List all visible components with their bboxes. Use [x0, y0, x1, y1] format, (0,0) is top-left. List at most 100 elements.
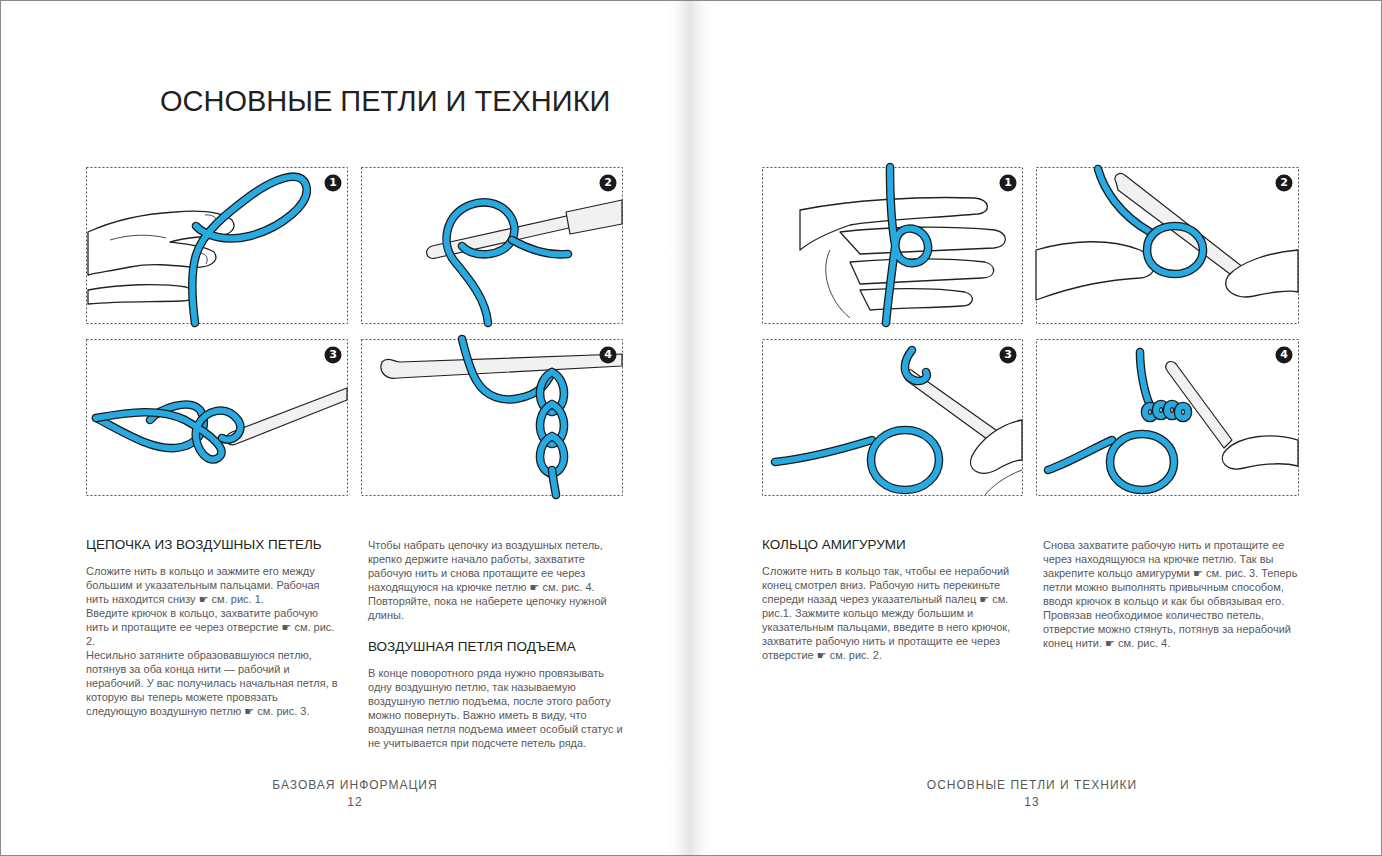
text-column: Чтобы набрать цепочку из воздушных петел…	[368, 538, 624, 750]
hand-with-yarn-part	[886, 167, 928, 323]
callout-number: 2	[1275, 174, 1293, 192]
text-column: Снова захватите рабочую нить и протащите…	[1043, 538, 1299, 650]
callout-number: 3	[999, 346, 1017, 364]
callout-circle-shape	[600, 175, 617, 192]
hands-hook-ring-part	[1226, 250, 1298, 297]
hook-with-chain-part	[381, 354, 622, 378]
ring-with-stitches-part	[1140, 352, 1150, 405]
hook-with-chain-part	[552, 470, 556, 495]
hand-holding-loop-part	[192, 177, 307, 323]
callout-circle-shape	[325, 347, 342, 364]
section-heading: ВОЗДУШНАЯ ПЕТЛЯ ПОДЪЕМА	[368, 638, 624, 656]
callout-circle-shape	[1276, 175, 1293, 192]
callout-number: 1	[999, 174, 1017, 192]
panel-frames-part	[763, 340, 1023, 496]
callout-number: 2	[599, 174, 617, 192]
callout-digit: 1	[324, 174, 342, 192]
body-paragraph: Сложите нить в кольцо так, чтобы ее нера…	[762, 564, 1018, 662]
panel-frames-part	[87, 340, 348, 496]
callout-digit: 1	[999, 174, 1017, 192]
page-title: ОСНОВНЫЕ ПЕТЛИ И ТЕХНИКИ	[160, 84, 610, 119]
hands-hook-ring	[1036, 169, 1298, 300]
callout-digit: 2	[1275, 174, 1293, 192]
hook-through-ring-part	[905, 350, 927, 381]
ring-with-stitches-part	[1178, 406, 1188, 418]
hands-hook-ring-part	[1098, 169, 1150, 232]
ring-with-stitches-part	[1110, 434, 1174, 490]
panel-frames-part	[1037, 340, 1299, 496]
hook-with-knot-part	[226, 388, 347, 445]
ring-with-stitches-part	[1048, 440, 1112, 470]
hook-through-ring-part	[985, 470, 1022, 495]
hook-through-ring-part	[971, 420, 1022, 473]
body-paragraph: Снова захватите рабочую нить и протащите…	[1043, 538, 1299, 650]
hook-with-chain	[381, 339, 622, 495]
panel-frames-part	[362, 168, 623, 324]
panel-frames-part	[1037, 168, 1299, 324]
panel-frames-part	[87, 168, 348, 324]
hook-through-ring-part	[871, 430, 939, 490]
hook-with-chain-part	[552, 470, 556, 495]
callout-number: 3	[324, 346, 342, 364]
callout-number: 1	[324, 174, 342, 192]
callout-circle-shape	[1000, 175, 1017, 192]
body-paragraph: Несильно затяните образовавшуюся петлю, …	[86, 648, 340, 718]
hook-through-ring-part	[775, 440, 872, 462]
hook-with-knot	[96, 388, 347, 459]
hands-hook-ring-part	[1147, 226, 1203, 274]
hook-through-ring-part	[905, 350, 927, 381]
hook-with-loop-part	[447, 202, 515, 323]
page-number: 12	[215, 794, 495, 811]
hand-with-yarn-part	[886, 167, 928, 323]
book-gutter	[664, 1, 716, 855]
hand-with-yarn-part	[860, 289, 972, 310]
hook-with-loop-part	[512, 240, 568, 254]
callout-circle-shape	[600, 347, 617, 364]
section-heading: КОЛЬЦО АМИГУРУМИ	[762, 536, 1018, 554]
section-heading: ЦЕПОЧКА ИЗ ВОЗДУШНЫХ ПЕТЕЛЬ	[86, 536, 340, 554]
page-number: 13	[892, 794, 1172, 811]
text-column: КОЛЬЦО АМИГУРУМИ Сложите нить в кольцо та…	[762, 536, 1018, 662]
ring-with-stitches	[1048, 352, 1298, 490]
running-footer: БАЗОВАЯ ИНФОРМАЦИЯ	[215, 777, 495, 794]
hand-holding-loop-part	[88, 285, 195, 304]
hook-with-knot-part	[96, 411, 240, 460]
hook-with-loop-part	[512, 240, 568, 254]
body-paragraph: Чтобы набрать цепочку из воздушных петел…	[368, 538, 624, 622]
callout-number: 4	[1275, 346, 1293, 364]
ring-with-stitches-part	[1048, 440, 1112, 470]
ring-with-stitches-part	[1110, 434, 1174, 490]
hook-through-ring-part	[775, 440, 872, 462]
callout-digit: 3	[999, 346, 1017, 364]
hands-hook-ring-part	[1147, 226, 1203, 274]
hands-hook-ring-part	[1098, 169, 1150, 232]
text-column: ОСНОВНЫЕ ПЕТЛИ И ТЕХНИКИ13	[892, 777, 1172, 811]
ring-with-stitches-part	[1166, 362, 1232, 448]
hand-holding-loop-part	[192, 177, 307, 323]
hook-through-ring-part	[871, 430, 939, 490]
callout-circle-shape	[325, 175, 342, 192]
hook-through-ring	[775, 350, 1022, 495]
text-column: ЦЕПОЧКА ИЗ ВОЗДУШНЫХ ПЕТЕЛЬ Сложите нить …	[86, 536, 340, 718]
callout-circle-shape	[1000, 347, 1017, 364]
panel-frames-part	[362, 340, 623, 496]
hand-with-yarn	[800, 167, 1005, 323]
callout-digit: 3	[324, 346, 342, 364]
callout-circle-shape	[1276, 347, 1293, 364]
body-paragraph: В конце поворотного ряда нужно провязыва…	[368, 666, 624, 750]
text-column: БАЗОВАЯ ИНФОРМАЦИЯ12	[215, 777, 495, 811]
hands-hook-ring-part	[1036, 242, 1154, 300]
hand-holding-loop-part	[110, 235, 166, 240]
callout-number: 4	[599, 346, 617, 364]
hand-with-yarn-part	[826, 250, 850, 318]
hook-with-loop	[427, 200, 622, 323]
panel-frames-part	[763, 168, 1023, 324]
callout-digit: 2	[599, 174, 617, 192]
running-footer: ОСНОВНЫЕ ПЕТЛИ И ТЕХНИКИ	[892, 777, 1172, 794]
body-paragraph: Сложите нить в кольцо и зажмите его межд…	[86, 564, 340, 606]
hand-holding-loop	[88, 177, 307, 323]
hook-with-knot-part	[96, 411, 240, 460]
